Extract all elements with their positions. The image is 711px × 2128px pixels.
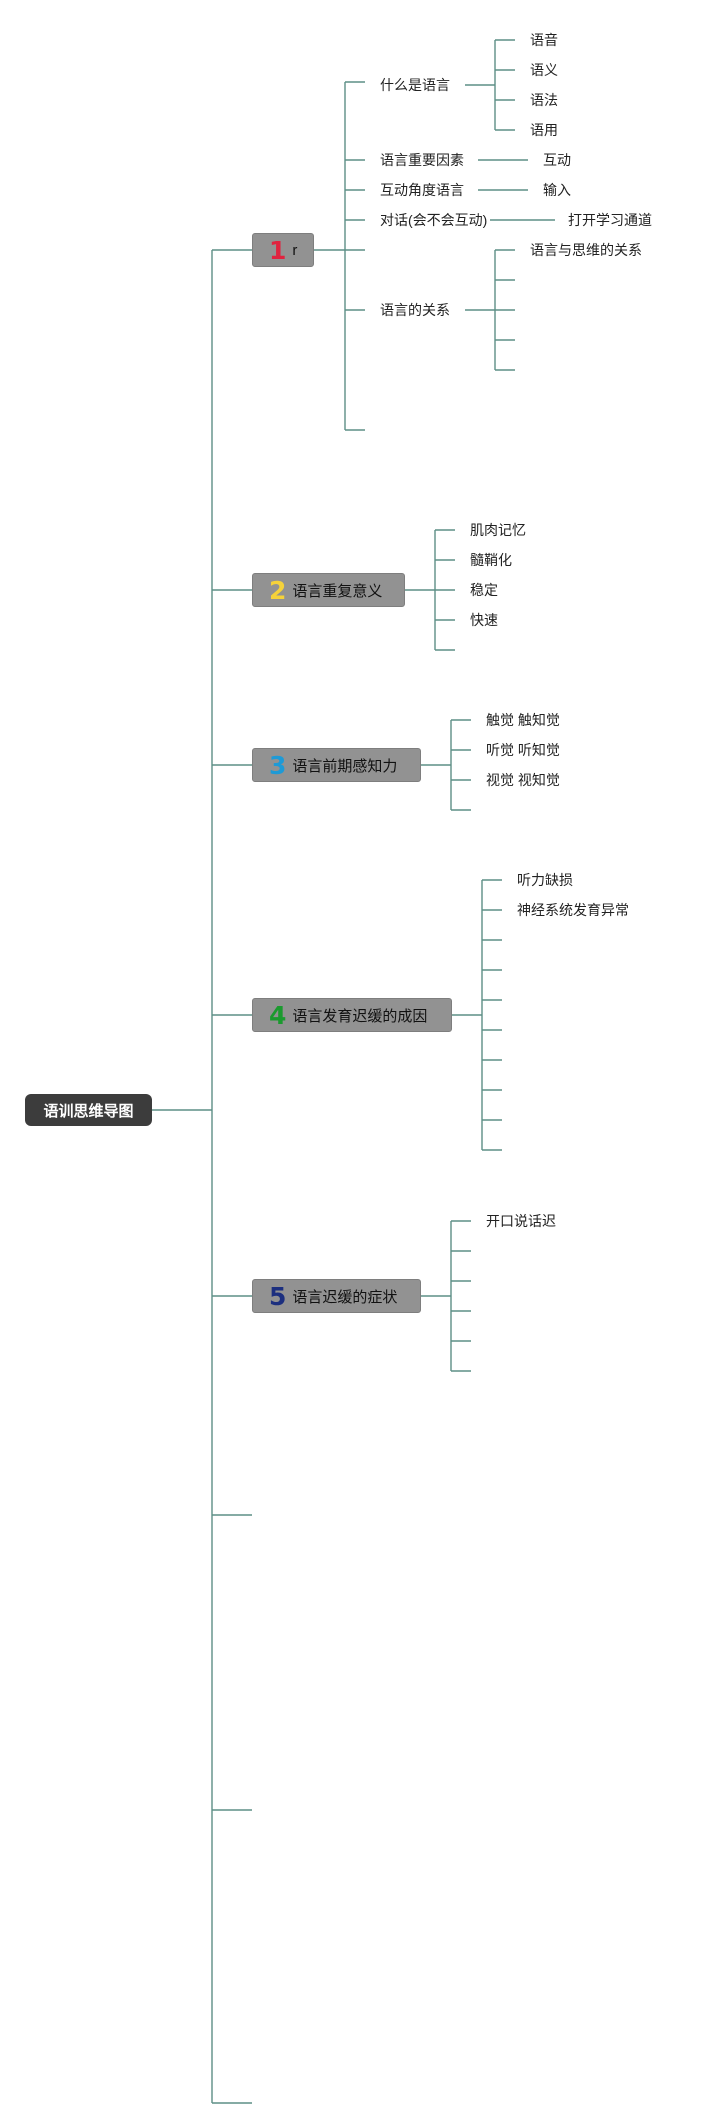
branch-number-2: 2 xyxy=(269,575,287,605)
node-interaction-angle[interactable]: 互动角度语言 xyxy=(380,182,464,198)
branch-node-1[interactable]: 1 r xyxy=(252,233,314,267)
branch-label-4: 语言发育迟缓的成因 xyxy=(292,1007,428,1025)
node-muscle-memory[interactable]: 肌肉记忆 xyxy=(470,522,526,538)
node-fast[interactable]: 快速 xyxy=(470,612,498,628)
root-label: 语训思维导图 xyxy=(43,1102,134,1120)
node-important-factor[interactable]: 语言重要因素 xyxy=(380,152,464,168)
node-neuro-development-abnormal[interactable]: 神经系统发育异常 xyxy=(517,902,629,918)
node-hearing-perception[interactable]: 听觉 听知觉 xyxy=(486,742,560,758)
node-yuyong[interactable]: 语用 xyxy=(530,122,558,138)
node-myelination[interactable]: 髓鞘化 xyxy=(470,552,512,568)
branch-label-3: 语言前期感知力 xyxy=(292,757,398,775)
node-touch-perception[interactable]: 触觉 触知觉 xyxy=(486,712,560,728)
branch-node-2[interactable]: 2 语言重复意义 xyxy=(252,573,405,607)
node-visual-perception[interactable]: 视觉 视知觉 xyxy=(486,772,560,788)
node-yuyin[interactable]: 语音 xyxy=(530,32,558,48)
node-yuyi[interactable]: 语义 xyxy=(530,62,558,78)
branch-number-5: 5 xyxy=(269,1281,287,1311)
node-dialogue[interactable]: 对话(会不会互动) xyxy=(380,212,488,228)
node-stable[interactable]: 稳定 xyxy=(470,582,498,598)
branch-node-4[interactable]: 4 语言发育迟缓的成因 xyxy=(252,998,452,1032)
node-yufa[interactable]: 语法 xyxy=(530,92,558,108)
node-input[interactable]: 输入 xyxy=(543,182,571,198)
branch-node-5[interactable]: 5 语言迟缓的症状 xyxy=(252,1279,421,1313)
branch-label-1: r xyxy=(292,241,298,259)
branch-number-3: 3 xyxy=(269,750,287,780)
branch-number-1: 1 xyxy=(269,235,287,265)
node-interaction[interactable]: 互动 xyxy=(543,152,571,168)
branch-node-3[interactable]: 3 语言前期感知力 xyxy=(252,748,421,782)
node-language-thinking-relation[interactable]: 语言与思维的关系 xyxy=(530,242,642,258)
branch-number-4: 4 xyxy=(269,1000,287,1030)
branch-label-2: 语言重复意义 xyxy=(292,582,383,600)
branch-label-5: 语言迟缓的症状 xyxy=(292,1288,398,1306)
node-what-is-language[interactable]: 什么是语言 xyxy=(380,77,450,93)
node-open-learning-channel[interactable]: 打开学习通道 xyxy=(568,212,652,228)
root-node[interactable]: 语训思维导图 xyxy=(25,1094,152,1126)
node-hearing-loss[interactable]: 听力缺损 xyxy=(517,872,573,888)
node-language-relations[interactable]: 语言的关系 xyxy=(380,302,450,318)
node-late-speech[interactable]: 开口说话迟 xyxy=(486,1213,556,1229)
